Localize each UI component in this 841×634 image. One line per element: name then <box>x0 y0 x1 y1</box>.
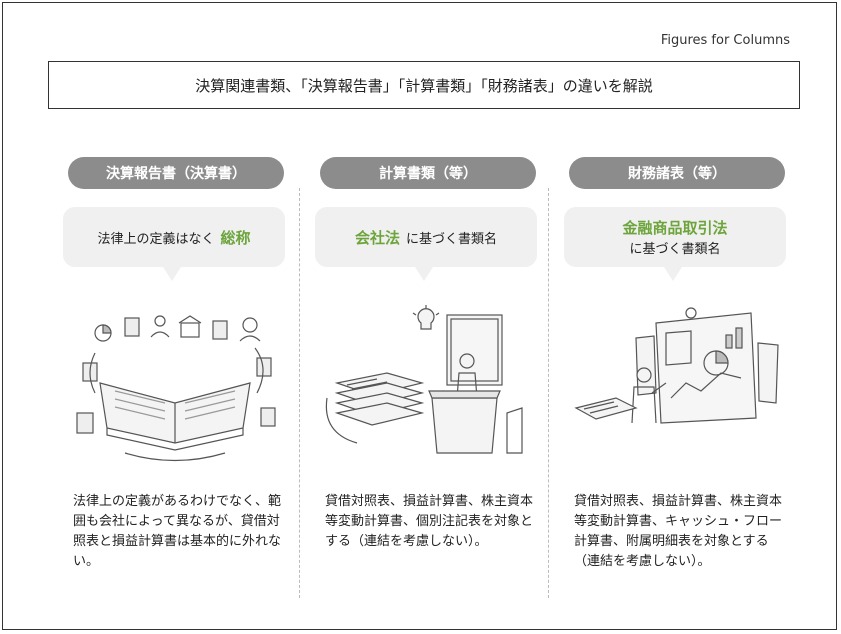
open-book-documents-illustration <box>76 315 276 462</box>
column-divider-2 <box>548 188 549 598</box>
column-heading: 計算書類（等） <box>320 157 536 189</box>
definition-bubble: 金融商品取引法 に基づく書類名 <box>564 207 786 281</box>
bubble-text: に基づく書類名 <box>629 242 721 257</box>
column-zaimu-shohyo: 財務諸表（等） 金融商品取引法 に基づく書類名 <box>564 155 786 615</box>
column-kessan-houkokusho: 決算報告書（決算書） 法律上の定義はなく 総称 <box>63 155 285 615</box>
page-title: 決算関連書類、「決算報告書」「計算書類」「財務諸表」の違いを解説 <box>195 76 653 95</box>
column-description: 法律上の定義があるわけでなく、範囲も会社によって異なるが、貸借対照表と損益計算書… <box>73 494 282 569</box>
brand-label: Figures for Columns <box>660 33 790 48</box>
column-keisan-shorui: 計算書類（等） 会社法 に基づく書類名 <box>315 155 537 615</box>
definition-bubble: 会社法 に基づく書類名 <box>315 207 537 281</box>
column-description: 貸借対照表、損益計算書、株主資本等変動計算書、キャッシュ・フロー計算書、附属明細… <box>574 494 783 569</box>
title-box: 決算関連書類、「決算報告書」「計算書類」「財務諸表」の違いを解説 <box>48 61 800 109</box>
analyst-dashboard-illustration <box>574 307 779 424</box>
bubble-text: 法律上の定義はなく <box>97 231 215 247</box>
column-divider-1 <box>299 188 300 598</box>
bubble-text: に基づく書類名 <box>406 231 498 247</box>
column-description: 貸借対照表、損益計算書、株主資本等変動計算書、個別注記表を対象とする（連結を考慮… <box>325 494 534 549</box>
definition-bubble: 法律上の定義はなく 総称 <box>63 207 285 281</box>
presenter-podium-illustration <box>325 305 523 454</box>
bubble-highlight: 会社法 <box>354 228 400 247</box>
bubble-highlight: 金融商品取引法 <box>622 219 728 237</box>
bubble-highlight: 総称 <box>220 228 251 247</box>
column-heading: 財務諸表（等） <box>569 157 785 189</box>
column-heading: 決算報告書（決算書） <box>68 157 284 189</box>
